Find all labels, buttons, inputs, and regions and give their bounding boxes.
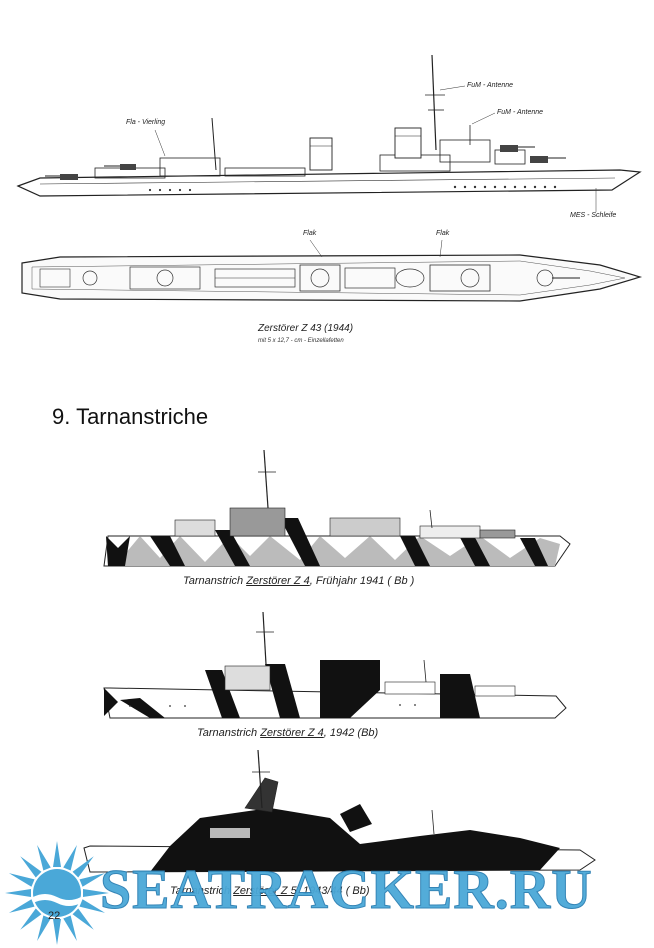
watermark-sun-icon [5,841,109,945]
caption-camo-3: Tarnanstrich Zerstörer Z 5, 1943/44 ( Bb… [170,885,370,897]
ship-profile-z43 [16,54,642,212]
caption-camo-1-prefix: Tarnanstrich [183,575,244,587]
label-fla-vierling: Fla - Vierling [126,119,166,126]
caption-z43-title: Zerstörer Z 43 (1944) [258,323,354,334]
label-fum-antenne-1: FuM - Antenne [467,82,514,89]
label-fum-antenne-2: FuM - Antenne [497,109,544,116]
label-flak-left: Flak [303,230,317,237]
camo-ship-z4-1942 [103,611,567,719]
caption-camo-1-ship: Zerstörer Z 4 [246,575,310,587]
label-flak-right: Flak [436,230,450,237]
camo-ship-z4-1941 [103,449,571,567]
caption-z43-sub: mit 5 x 12,7 - cm - Einzellafetten [258,338,344,344]
caption-camo-1: Tarnanstrich Zerstörer Z 4, Frühjahr 194… [183,575,414,587]
caption-camo-2-prefix: Tarnanstrich [197,727,258,739]
section-heading: 9. Tarnanstriche [52,404,209,429]
caption-camo-1-suffix: , Frühjahr 1941 ( Bb ) [309,575,415,587]
caption-camo-3-ship: Zerstörer Z 5 [233,885,297,897]
caption-camo-2-ship: Zerstörer Z 4 [260,727,324,739]
page-number: 22 [48,910,61,922]
caption-camo-3-prefix: Tarnanstrich [170,885,231,897]
camo-ship-z5-1943 [83,749,596,873]
caption-camo-2: Tarnanstrich Zerstörer Z 4, 1942 (Bb) [197,727,378,739]
ship-plan-z43 [21,239,643,302]
caption-camo-3-suffix: , 1943/44 ( Bb) [296,885,370,897]
caption-camo-2-suffix: , 1942 (Bb) [323,727,379,739]
label-mes-schleife: MES - Schleife [570,212,617,219]
watermark-text: SEATRACKER.RU [100,859,593,922]
